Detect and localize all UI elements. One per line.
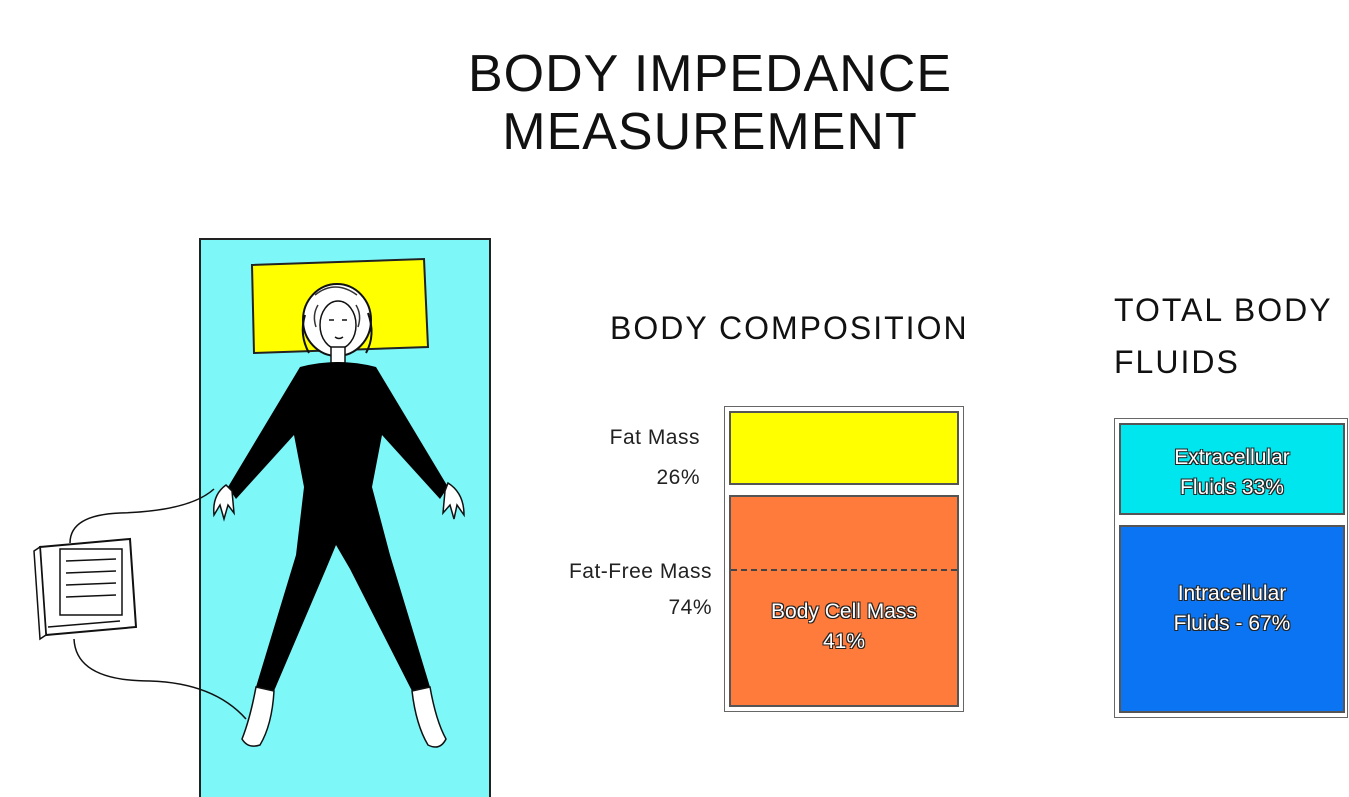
body-cell-mass-label: Body Cell Mass	[731, 597, 957, 627]
total-body-fluids-heading-line-2: FLUIDS	[1114, 344, 1240, 381]
extracellular-fluids-region: Extracellular Fluids 33%	[1121, 443, 1343, 504]
extracellular-fluids-value: Fluids 33%	[1121, 473, 1343, 503]
body-cell-mass-percent: 41%	[731, 627, 957, 657]
lead-wire-hand	[70, 489, 214, 543]
extracellular-fluids-bar: Extracellular Fluids 33%	[1119, 423, 1345, 515]
fat-free-mass-label: Fat-Free Mass	[520, 560, 712, 584]
total-body-fluids-heading-line-1: TOTAL BODY	[1114, 292, 1333, 329]
fat-mass-label: Fat Mass	[520, 426, 700, 450]
intracellular-fluids-value: Fluids - 67%	[1121, 609, 1343, 639]
title-line-2: MEASUREMENT	[0, 102, 1349, 162]
intracellular-fluids-label: Intracellular	[1121, 579, 1343, 609]
title-line-1: BODY IMPEDANCE	[0, 44, 1349, 104]
body-composition-chart: Body Cell Mass 41%	[724, 406, 964, 712]
extracellular-fluids-label: Extracellular	[1121, 443, 1343, 473]
fat-mass-percent: 26%	[520, 466, 700, 490]
impedance-measurement-illustration	[0, 225, 520, 797]
total-body-fluids-chart: Extracellular Fluids 33% Intracellular F…	[1114, 418, 1348, 718]
fat-free-mass-percent: 74%	[520, 596, 712, 620]
intracellular-fluids-region: Intracellular Fluids - 67%	[1121, 579, 1343, 640]
body-cell-mass-region: Body Cell Mass 41%	[731, 597, 957, 658]
fat-free-mass-bar: Body Cell Mass 41%	[729, 495, 959, 707]
body-composition-heading: BODY COMPOSITION	[610, 310, 969, 347]
body-cell-mass-divider	[731, 569, 957, 571]
impedance-analyzer	[34, 539, 136, 639]
fat-mass-bar	[729, 411, 959, 485]
face	[320, 301, 356, 349]
intracellular-fluids-bar: Intracellular Fluids - 67%	[1119, 525, 1345, 713]
